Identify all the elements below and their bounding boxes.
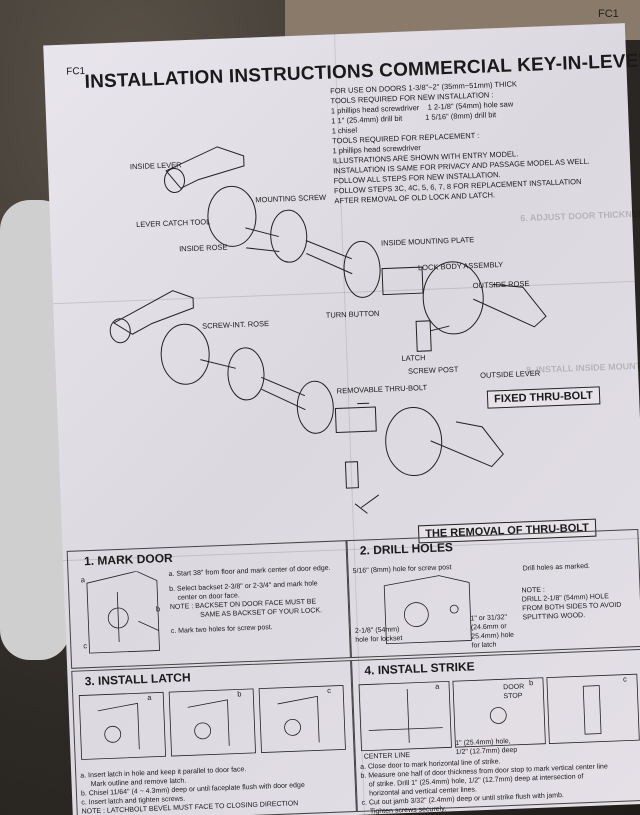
step-letter-a: a [147, 692, 152, 702]
outside-rose-shape [422, 261, 484, 335]
corner-code: FC1 [598, 8, 619, 20]
step-text: for latch [471, 641, 497, 650]
step-text: STOP [503, 692, 523, 701]
outside-lever-shape [473, 283, 547, 328]
lever-hub [164, 168, 186, 194]
lock-body-shape [381, 266, 424, 296]
label-screw-post: SCREW POST [407, 364, 459, 376]
section-install-strike: 4. INSTALL STRIKE a b c DOOR STOP [351, 648, 640, 815]
mounting-plate-shape [270, 209, 308, 263]
strike-diagram [358, 673, 640, 752]
step-letter-c: c [83, 641, 88, 651]
section-title: 3. INSTALL LATCH [84, 670, 191, 689]
step-letter-a: a [434, 681, 440, 691]
latch-diagram [78, 685, 346, 760]
step-text: CENTER LINE [363, 751, 411, 761]
step-letter-b: b [528, 678, 534, 688]
section-title: 4. INSTALL STRIKE [364, 659, 475, 678]
section-title: 2. DRILL HOLES [359, 540, 454, 558]
drill-note: NOTE : DRILL 2-1/8" (54mm) HOLE FROM BOT… [521, 583, 621, 623]
instruction-sheet: FC1 INSTALLATION INSTRUCTIONS COMMERCIAL… [43, 23, 640, 815]
drill-latch-hole: 1" or 31/32" (24.6mm or 25.4mm) hole for… [470, 613, 514, 651]
inside-mounting-plate-shape [343, 240, 381, 298]
section-mark-door: 1. MARK DOOR a b c a. Start 38" from flo… [66, 540, 351, 669]
center-line-label: CENTER LINE [364, 751, 411, 762]
strike-hole-label: 1" (25.4mm) hole, 1/2" (12.7mm) deep [455, 737, 517, 757]
step-letter-c: c [327, 685, 332, 696]
strike-steps: a. Close door to mark horizontal line of… [360, 753, 609, 815]
step-letter-b: b [155, 604, 161, 614]
inside-lever-shape [165, 146, 245, 189]
section-drill-holes: 2. DRILL HOLES 5/16" (8mm) hole for scre… [346, 528, 640, 659]
screw-int-rose-shape [160, 323, 210, 385]
section-title: 1. MARK DOOR [83, 550, 173, 569]
door-stop-label: DOOR STOP [503, 682, 525, 701]
step-text: hole for lockset [355, 635, 403, 644]
outside-rose-2-shape [385, 407, 443, 477]
mark-door-diagram [86, 570, 160, 654]
drill-lockset-hole: 2-1/8" (54mm) hole for lockset [355, 625, 403, 645]
label-inside-rose: INSIDE ROSE [178, 242, 228, 254]
label-latch: LATCH [401, 353, 426, 363]
drill-diagram [383, 575, 472, 645]
latch-steps: a. Insert latch in hole and keep it para… [80, 763, 306, 815]
step-text: Drill holes as marked. [522, 562, 591, 573]
drill-as-marked: Drill holes as marked. [523, 562, 591, 574]
step-letter-a: a [80, 575, 86, 585]
step-letter-c: c [622, 674, 627, 684]
latch-shape [415, 320, 432, 352]
section-install-latch: 3. INSTALL LATCH a b c a. Insert lat [71, 660, 357, 815]
mark-door-steps: a. Start 38" from floor and mark center … [168, 563, 346, 636]
inside-rose-shape [207, 185, 257, 247]
step-letter-b: b [237, 689, 242, 699]
inside-lever-2-shape [112, 290, 194, 335]
exploded-diagram [109, 146, 547, 514]
step-text: 1/2" (12.7mm) deep [455, 746, 518, 757]
